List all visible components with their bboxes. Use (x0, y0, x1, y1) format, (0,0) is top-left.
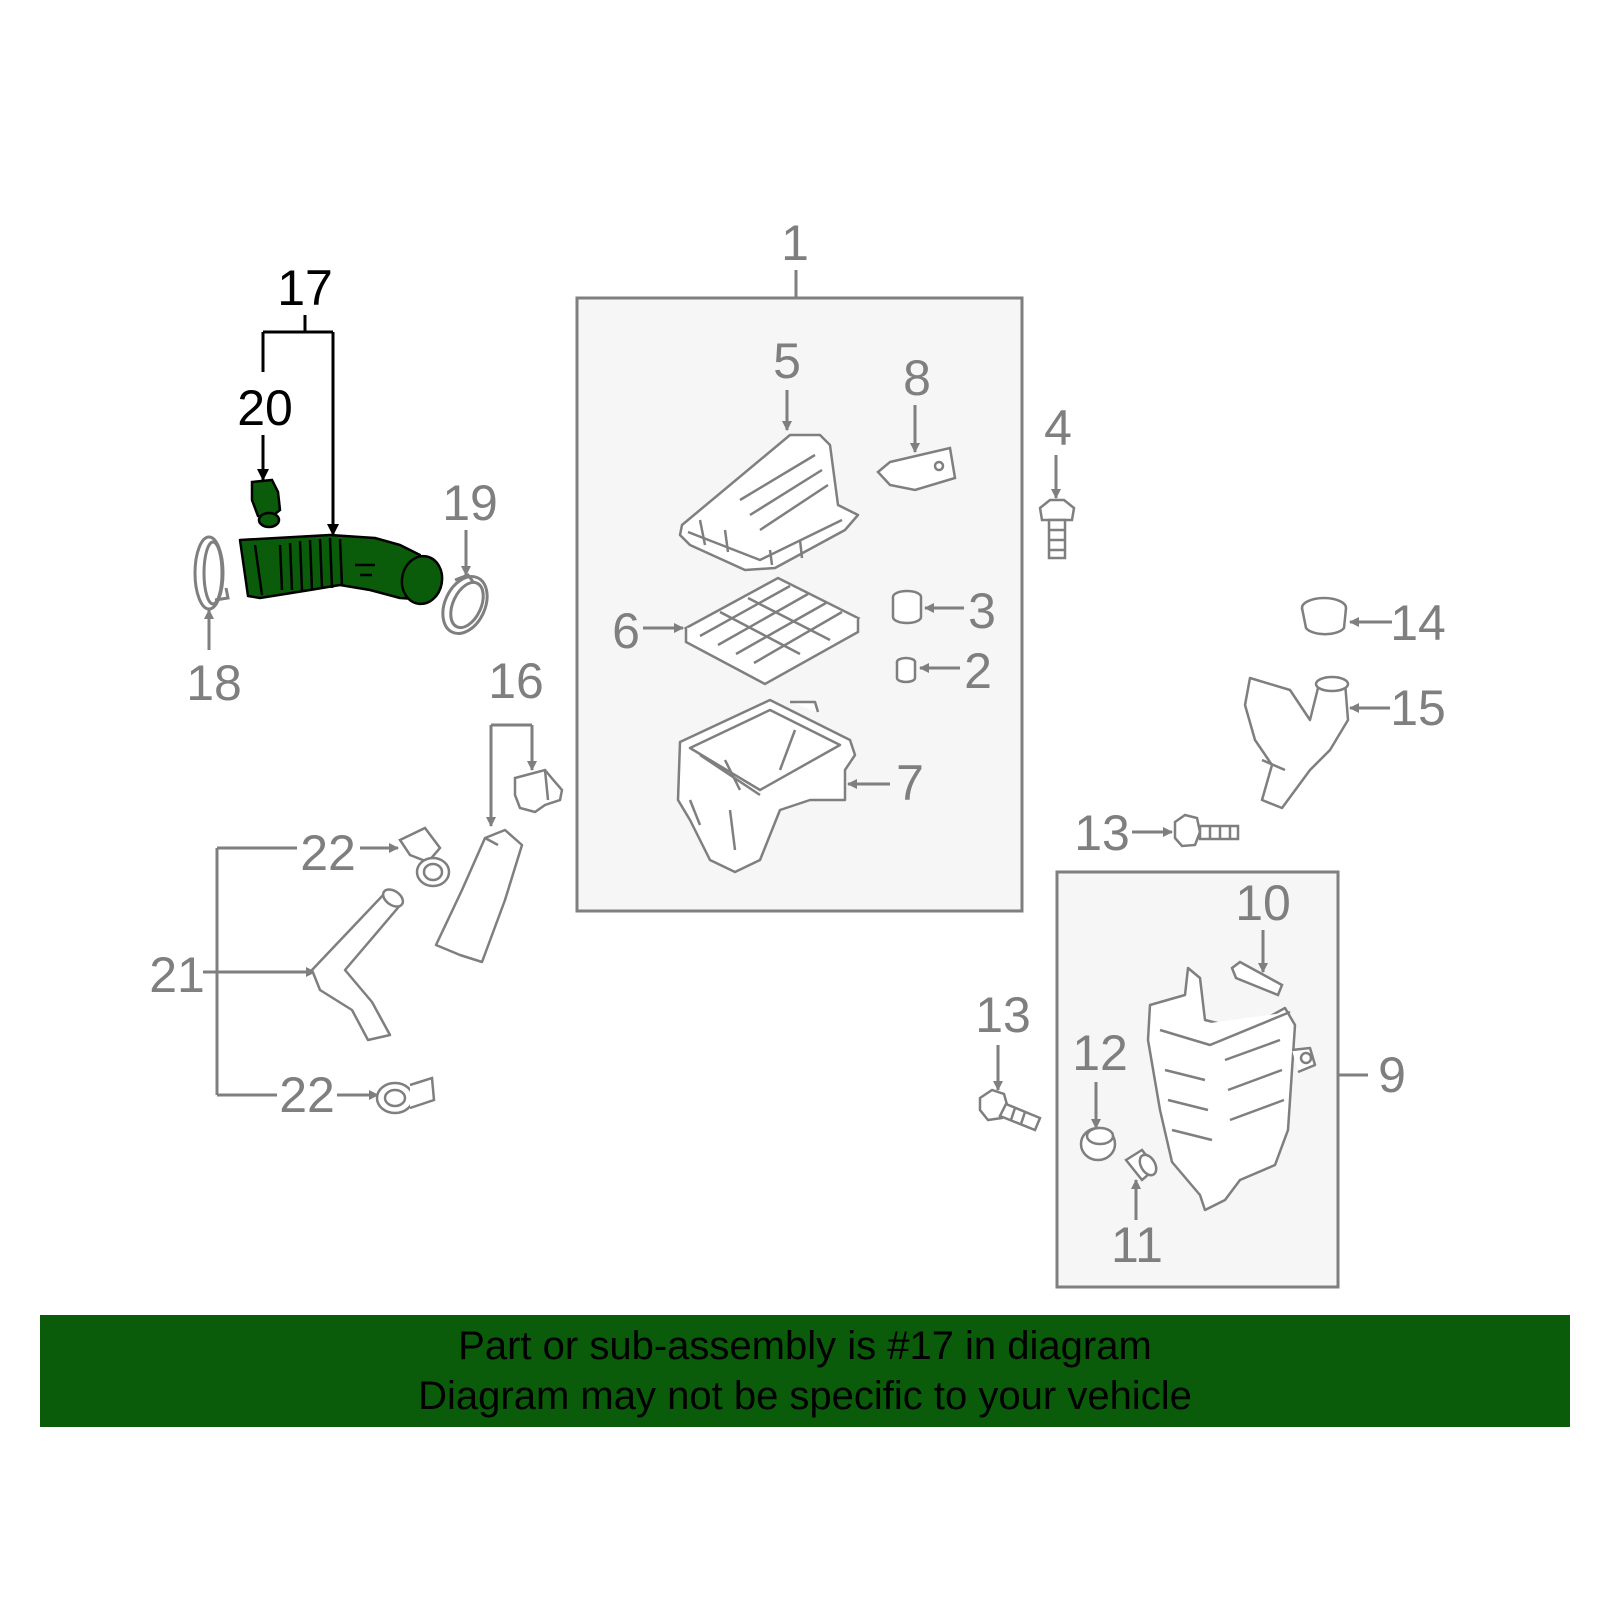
callout-13-upper: 13 (1074, 805, 1130, 861)
connector-20 (250, 478, 282, 529)
hose-clamp-19 (441, 573, 489, 635)
resonator-duct-16 (513, 768, 564, 814)
bolt-4 (1038, 498, 1076, 560)
callout-4: 4 (1044, 400, 1072, 456)
air-intake-hose-17 (238, 533, 444, 606)
callout-22-bottom: 22 (279, 1067, 335, 1123)
callout-19: 19 (442, 475, 498, 531)
hose-clamp-18 (193, 535, 230, 611)
callout-15: 15 (1390, 680, 1446, 736)
air-filter-element (683, 576, 861, 686)
intake-duct-15 (1243, 675, 1350, 810)
callout-6: 6 (612, 603, 640, 659)
grommet-3 (891, 589, 923, 625)
callout-1: 1 (781, 215, 809, 271)
callout-7: 7 (896, 755, 924, 811)
hose-clamp-22-top (398, 826, 451, 888)
grommet-12 (1079, 1126, 1117, 1162)
callout-17: 17 (277, 260, 333, 316)
callout-18: 18 (186, 655, 242, 711)
air-cleaner-lower-housing (676, 698, 857, 874)
duct-seal-14 (1300, 596, 1348, 636)
callout-9: 9 (1378, 1047, 1406, 1103)
hose-clamp-22-bottom (375, 1076, 436, 1115)
callout-21: 21 (149, 947, 205, 1003)
callout-5: 5 (773, 333, 801, 389)
callout-22-top: 22 (300, 825, 356, 881)
callout-16: 16 (488, 653, 544, 709)
callout-3: 3 (968, 583, 996, 639)
callout-2: 2 (964, 643, 992, 699)
callout-20: 20 (237, 380, 293, 436)
callout-13-lower: 13 (975, 987, 1031, 1043)
hose-21 (310, 888, 405, 1042)
bracket-17 (263, 315, 333, 334)
banner-line-2: Diagram may not be specific to your vehi… (418, 1374, 1192, 1418)
callout-14: 14 (1390, 595, 1446, 651)
bolt-13-lower (978, 1088, 1042, 1132)
air-cleaner-cover (678, 433, 860, 572)
callout-12: 12 (1072, 1025, 1128, 1081)
callout-11: 11 (1111, 1217, 1163, 1273)
callout-10: 10 (1235, 875, 1291, 931)
intake-duct-16 (434, 828, 524, 964)
resonator-9 (1146, 966, 1317, 1212)
bolt-13-upper (1173, 813, 1240, 848)
seal-10 (1230, 960, 1284, 997)
grommet-11 (1124, 1148, 1158, 1182)
banner-line-1: Part or sub-assembly is #17 in diagram (458, 1324, 1152, 1368)
duct-piece-8 (876, 446, 957, 492)
grommet-2 (895, 656, 917, 684)
callout-8: 8 (903, 350, 931, 406)
info-banner: Part or sub-assembly is #17 in diagram D… (40, 1315, 1570, 1427)
